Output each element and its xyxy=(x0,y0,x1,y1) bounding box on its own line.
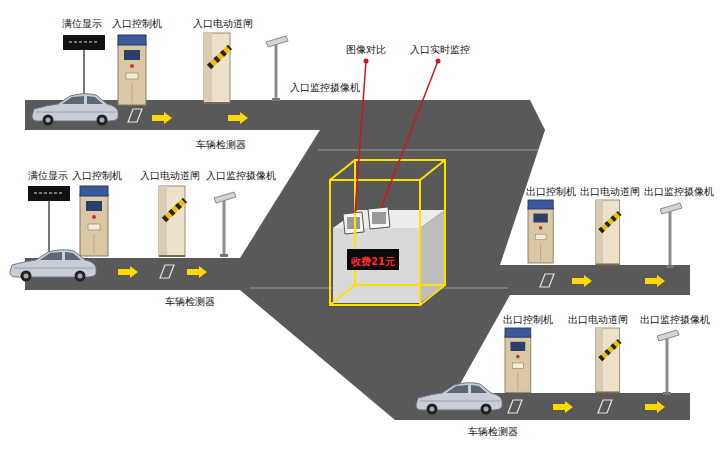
device-label: 入口实时监控 xyxy=(410,44,470,56)
device-label: 入口控制机 xyxy=(72,170,122,182)
device-label: 满位显示 xyxy=(62,18,102,30)
fee-text: 收费21元 xyxy=(351,256,395,267)
device-label: 图像对比 xyxy=(346,44,386,56)
device-label: 入口电动道闸 xyxy=(140,170,200,182)
device-label: 入口控制机 xyxy=(112,18,162,30)
device-label: 车辆检测器 xyxy=(196,139,246,151)
device-label: 车辆检测器 xyxy=(468,426,518,438)
device-label: 出口控制机 xyxy=(526,186,576,198)
fee-display: 收费21元 xyxy=(347,249,399,270)
device-label: 出口电动道闸 xyxy=(580,186,640,198)
device-label: 出口监控摄像机 xyxy=(644,186,714,198)
device-label: 出口电动道闸 xyxy=(568,314,628,326)
device-label: 出口控制机 xyxy=(503,314,553,326)
device-label: 入口监控摄像机 xyxy=(290,82,360,94)
device-label: 满位显示 xyxy=(28,170,68,182)
device-label: 车辆检测器 xyxy=(165,296,215,308)
device-label: 出口监控摄像机 xyxy=(640,314,710,326)
device-label: 入口电动道闸 xyxy=(193,18,253,30)
device-label: 入口监控摄像机 xyxy=(206,170,276,182)
